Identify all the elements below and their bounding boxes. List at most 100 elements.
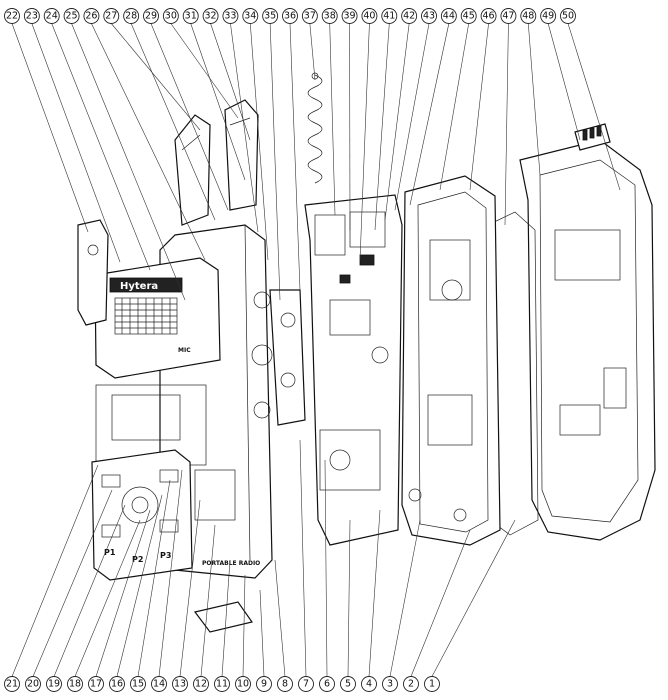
callout-3: 3 bbox=[382, 676, 398, 692]
callout-circle bbox=[382, 676, 398, 692]
leader-line bbox=[91, 23, 206, 261]
callout-circle bbox=[46, 676, 62, 692]
callout-29: 29 bbox=[143, 8, 159, 24]
callout-7: 7 bbox=[298, 676, 314, 692]
callout-number: 6 bbox=[324, 679, 330, 690]
callout-37: 37 bbox=[301, 8, 318, 24]
leader-line bbox=[190, 23, 246, 181]
callout-circle bbox=[341, 8, 358, 24]
key-p3-label: P3 bbox=[160, 551, 171, 560]
callout-number: 43 bbox=[423, 11, 435, 22]
callout-36: 36 bbox=[282, 8, 298, 24]
callout-circle bbox=[4, 8, 20, 24]
callout-circle bbox=[381, 8, 398, 24]
callout-circle bbox=[424, 676, 440, 692]
callout-24: 24 bbox=[43, 8, 60, 24]
side-label: PORTABLE RADIO bbox=[202, 560, 260, 567]
callout-8: 8 bbox=[277, 676, 293, 692]
leader-line bbox=[51, 23, 151, 271]
callout-number: 2 bbox=[408, 679, 414, 690]
callout-circle bbox=[83, 8, 100, 24]
leader-line bbox=[547, 23, 581, 141]
callout-34: 34 bbox=[242, 8, 259, 24]
callout-18: 18 bbox=[67, 676, 83, 692]
leader-line bbox=[53, 504, 126, 677]
callout-number: 8 bbox=[282, 679, 288, 690]
callout-circle bbox=[340, 676, 356, 692]
callout-circle bbox=[193, 676, 209, 692]
callout-number: 3 bbox=[387, 679, 393, 690]
callout-circle bbox=[109, 676, 125, 692]
callout-43: 43 bbox=[421, 8, 437, 24]
callout-number: 50 bbox=[562, 11, 574, 22]
leader-line bbox=[389, 519, 421, 677]
callout-22: 22 bbox=[4, 8, 20, 24]
leader-line bbox=[32, 489, 113, 677]
leader-line bbox=[439, 23, 470, 191]
callout-circle bbox=[277, 676, 293, 692]
callout-circle bbox=[103, 8, 120, 24]
callout-number: 47 bbox=[502, 11, 514, 22]
callout-32: 32 bbox=[202, 8, 219, 24]
callout-16: 16 bbox=[109, 676, 125, 692]
callout-9: 9 bbox=[256, 676, 272, 692]
brand-logo: Hytera bbox=[120, 281, 158, 292]
leader-line bbox=[221, 559, 231, 677]
callout-number: 29 bbox=[145, 11, 157, 22]
callout-number: 40 bbox=[363, 11, 375, 22]
key-p2-label: P2 bbox=[132, 555, 143, 564]
leader-line bbox=[269, 23, 281, 301]
callout-number: 39 bbox=[344, 11, 356, 22]
callout-number: 14 bbox=[153, 679, 165, 690]
leader-line bbox=[431, 519, 516, 677]
chassis-frame-part bbox=[401, 175, 501, 546]
callout-33: 33 bbox=[222, 8, 239, 24]
speaker-grille-part: Hytera MIC bbox=[94, 257, 221, 379]
callout-number: 5 bbox=[345, 679, 351, 690]
callout-12: 12 bbox=[193, 676, 209, 692]
main-pcb-part bbox=[304, 194, 403, 546]
callout-circle bbox=[361, 8, 378, 24]
callout-number: 42 bbox=[403, 11, 415, 22]
callout-4: 4 bbox=[361, 676, 377, 692]
callout-number: 18 bbox=[69, 679, 81, 690]
callout-25: 25 bbox=[63, 8, 80, 24]
callout-number: 41 bbox=[383, 11, 395, 22]
callout-number: 37 bbox=[304, 11, 316, 22]
callout-circle bbox=[361, 676, 377, 692]
callout-circle bbox=[480, 8, 497, 24]
callout-circle bbox=[282, 8, 298, 24]
callout-circle bbox=[63, 8, 80, 24]
leader-line bbox=[289, 23, 301, 291]
rear-cover-part bbox=[519, 123, 656, 541]
callout-number: 45 bbox=[463, 11, 475, 22]
leader-line bbox=[329, 23, 336, 216]
callout-circle bbox=[143, 8, 159, 24]
leader-line bbox=[158, 469, 183, 677]
callout-number: 25 bbox=[66, 11, 78, 22]
leader-line bbox=[469, 23, 489, 191]
callout-number: 20 bbox=[27, 679, 39, 690]
side-cap-part bbox=[77, 219, 109, 326]
leader-line bbox=[116, 494, 163, 677]
leader-line bbox=[137, 479, 171, 677]
callout-number: 46 bbox=[483, 11, 495, 22]
callout-circle bbox=[151, 676, 167, 692]
callout-49: 49 bbox=[540, 8, 557, 24]
leader-line bbox=[299, 439, 307, 677]
callout-number: 35 bbox=[264, 11, 276, 22]
callout-circle bbox=[262, 8, 279, 24]
callout-number: 38 bbox=[324, 11, 336, 22]
callout-number: 1 bbox=[429, 679, 435, 690]
leader-line bbox=[368, 509, 381, 677]
callout-circle bbox=[25, 676, 41, 692]
leader-line bbox=[384, 23, 410, 221]
mic-label: MIC bbox=[178, 347, 191, 354]
callout-40: 40 bbox=[361, 8, 378, 24]
leader-line bbox=[31, 23, 121, 263]
callout-circle bbox=[298, 676, 314, 692]
callout-circle bbox=[235, 676, 251, 692]
callout-circle bbox=[88, 676, 104, 692]
leader-line bbox=[324, 459, 328, 677]
